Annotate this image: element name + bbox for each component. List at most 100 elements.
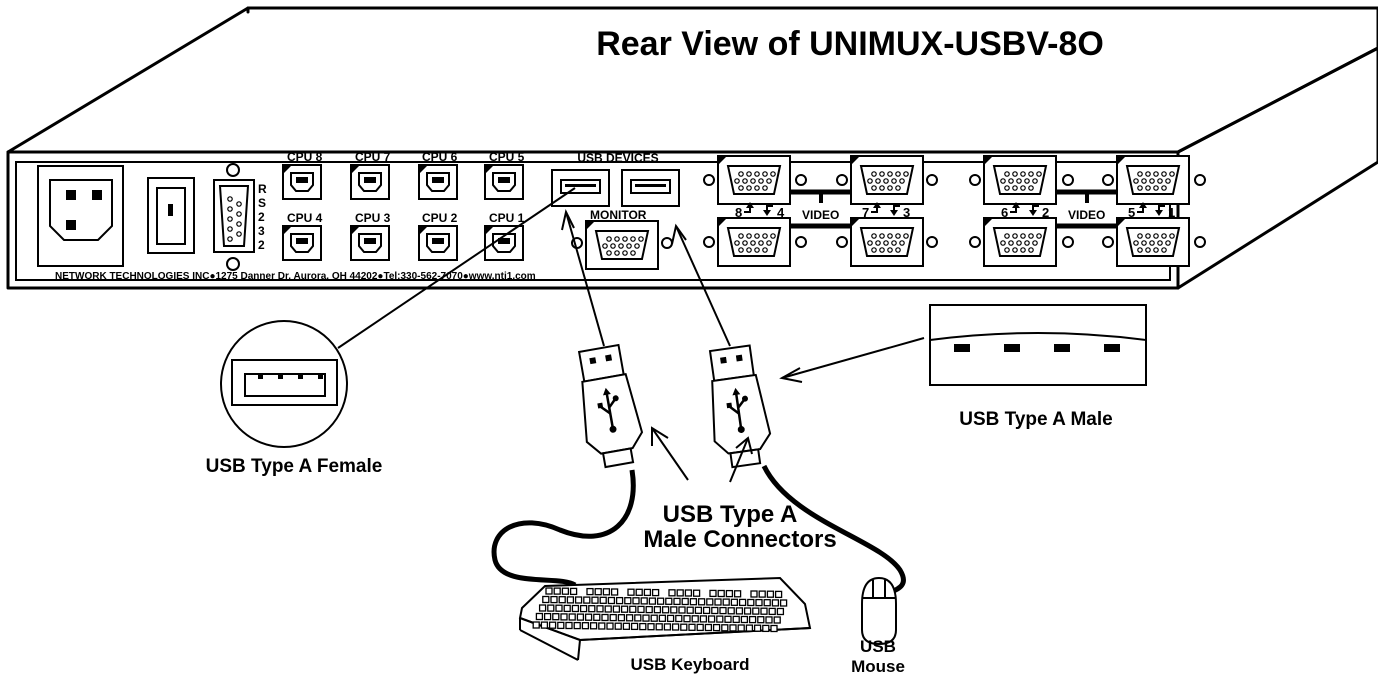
rs232-letter: S	[258, 196, 266, 210]
keyboard-key	[627, 588, 635, 596]
keyboard-key	[620, 605, 629, 613]
keyboard-key	[571, 604, 580, 613]
keyboard-key	[622, 622, 631, 630]
cpu-port-label: CPU 4	[287, 211, 323, 225]
keyboard-cable	[491, 469, 636, 588]
keyboard-key	[684, 589, 693, 597]
keyboard-key	[665, 597, 673, 605]
keyboard-key	[550, 595, 558, 604]
keyboard-key	[716, 615, 724, 623]
keyboard-key	[686, 606, 694, 614]
keyboard-key	[774, 590, 783, 599]
vga-port-icon	[717, 217, 791, 267]
keyboard-key	[658, 614, 667, 622]
vga-port-icon	[983, 155, 1057, 205]
keyboard-key	[680, 623, 688, 631]
keyboard-key	[594, 588, 602, 596]
keyboard-key	[770, 624, 778, 633]
keyboard-key	[538, 604, 547, 612]
video-label: VIDEO	[1068, 208, 1105, 222]
usb-b-port-icon	[418, 164, 458, 200]
rs232-letter: 2	[258, 210, 265, 224]
monitor-label: MONITOR	[590, 208, 647, 222]
keyboard-key	[763, 599, 771, 607]
video-port-number: 8	[735, 205, 742, 220]
keyboard-key	[676, 589, 684, 597]
keyboard-key	[599, 596, 607, 604]
vga-port-icon	[850, 217, 924, 267]
keyboard-key	[750, 590, 758, 598]
cpu-port-label: CPU 6	[422, 150, 458, 164]
keyboard-key	[561, 587, 570, 595]
keyboard-key	[678, 606, 686, 614]
keyboard-key	[588, 605, 596, 613]
keyboard-key	[609, 613, 617, 622]
keyboard-key	[712, 623, 721, 632]
usb-a-female-callout	[220, 320, 348, 448]
usb-plug-icon	[569, 342, 649, 471]
keyboard-key	[773, 616, 781, 624]
keyboard-icon	[518, 576, 812, 661]
video-port-number: 6	[1001, 205, 1008, 220]
video-group-left	[703, 174, 938, 248]
keyboard-key	[637, 605, 645, 614]
keyboard-key	[696, 623, 704, 632]
rs232-letter: 3	[258, 224, 265, 238]
keyboard-key	[581, 622, 590, 630]
keyboard-key	[656, 597, 665, 605]
keyboard-key	[553, 587, 561, 595]
keyboard-key	[681, 597, 689, 606]
keyboard-key	[724, 615, 732, 623]
video-port-number: 3	[903, 205, 910, 220]
usb-b-port-icon	[282, 225, 322, 261]
keyboard-key	[661, 606, 670, 614]
db9-serial-icon	[213, 163, 255, 271]
keyboard-key	[650, 614, 658, 622]
keyboard-key	[645, 605, 653, 614]
manufacturer-footer: NETWORK TECHNOLOGIES INC●1275 Danner Dr,…	[55, 271, 536, 282]
keyboard-key	[532, 621, 540, 629]
mouse-caption-line2: Mouse	[851, 657, 905, 676]
cpu-port-label: CPU 3	[355, 211, 391, 225]
keyboard-key	[545, 587, 553, 595]
keyboard-key	[632, 597, 640, 605]
keyboard-key	[689, 598, 698, 606]
cpu-port-label: CPU 5	[489, 150, 525, 164]
keyboard-key	[663, 623, 672, 631]
keyboard-key	[630, 622, 639, 631]
video-port-number: 1	[1168, 205, 1175, 220]
keyboard-key	[584, 613, 593, 621]
keyboard-key	[776, 607, 785, 616]
keyboard-key	[706, 598, 714, 606]
keyboard-key	[573, 621, 581, 630]
keyboard-key	[607, 596, 616, 605]
keyboard-key	[727, 607, 735, 615]
vga-port-icon	[850, 155, 924, 205]
usb-a-male-callout	[929, 304, 1147, 386]
keyboard-key	[745, 624, 754, 632]
keyboard-key	[542, 595, 550, 604]
power-inlet-icon	[37, 165, 124, 267]
cable-leaders	[561, 209, 731, 347]
connectors-caption-line1: USB Type A	[663, 501, 798, 528]
keyboard-key	[737, 624, 745, 632]
keyboard-key	[640, 597, 648, 605]
usb-b-port-icon	[350, 225, 390, 261]
keyboard-key	[752, 607, 760, 615]
keyboard-key	[591, 596, 599, 604]
mouse-caption-line1: USB	[860, 637, 896, 656]
keyboard-key	[574, 596, 583, 604]
keyboard-key	[604, 605, 612, 613]
keyboard-key	[566, 596, 575, 604]
video-port-number: 2	[1042, 205, 1049, 220]
keyboard-key	[614, 622, 622, 630]
keyboard-key	[653, 606, 662, 614]
keyboard-key	[743, 607, 752, 615]
mouse-icon	[861, 576, 897, 646]
keyboard-key	[747, 598, 755, 607]
keyboard-key	[598, 622, 606, 630]
keyboard-key	[692, 589, 701, 597]
keyboard-key	[655, 623, 663, 631]
keyboard-key	[714, 598, 722, 606]
